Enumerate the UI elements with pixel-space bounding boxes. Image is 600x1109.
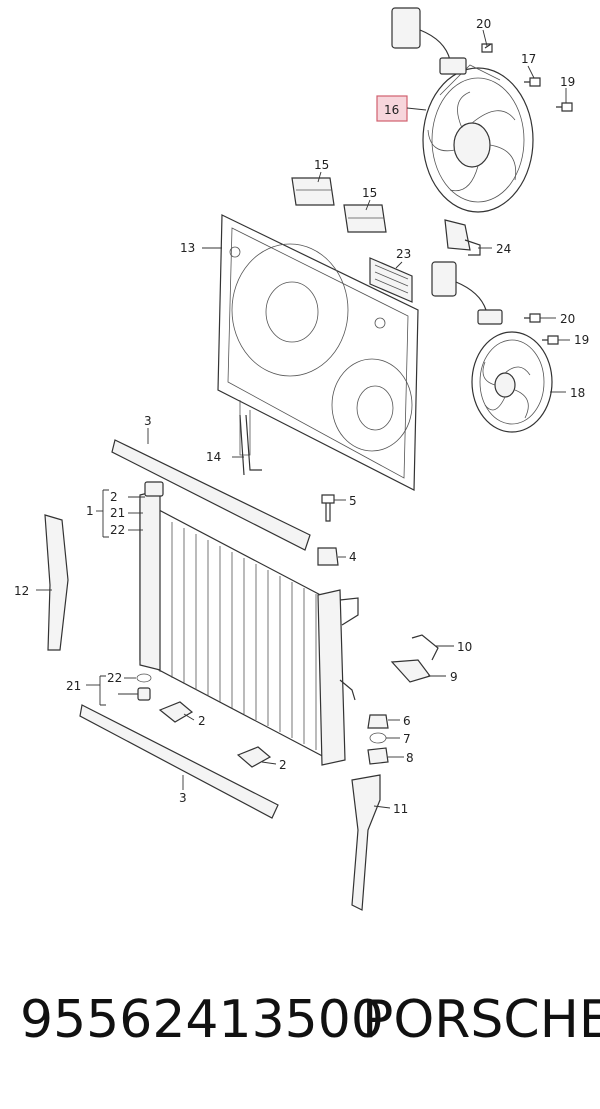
callout-20-top: 20 bbox=[476, 17, 491, 31]
mounts bbox=[158, 701, 272, 768]
callout-19-top: 19 bbox=[560, 75, 575, 89]
callout-15-left: 15 bbox=[314, 158, 329, 172]
callout-7: 7 bbox=[403, 732, 411, 746]
callout-4: 4 bbox=[349, 550, 357, 564]
callout-12: 12 bbox=[14, 584, 29, 598]
callout-3-bottom: 3 bbox=[179, 791, 187, 805]
callout-labels: 20 17 19 16 15 15 13 23 24 20 19 18 3 14… bbox=[14, 17, 589, 816]
callout-2-mid: 2 bbox=[198, 714, 206, 728]
callout-14: 14 bbox=[206, 450, 221, 464]
callout-16-highlight bbox=[376, 95, 408, 122]
brand-name: PORSCHE bbox=[362, 990, 600, 1050]
callout-18: 18 bbox=[570, 386, 585, 400]
callout-15-right: 15 bbox=[362, 186, 377, 200]
small-fan-assembly bbox=[431, 261, 553, 433]
large-fan-assembly bbox=[391, 7, 534, 213]
callout-20-right: 20 bbox=[560, 312, 575, 326]
lower-rail bbox=[79, 704, 279, 819]
callout-24: 24 bbox=[496, 242, 511, 256]
callout-1: 1 bbox=[86, 504, 94, 518]
screws-right bbox=[524, 313, 559, 345]
right-side-bracket bbox=[351, 774, 381, 911]
callout-17: 17 bbox=[521, 52, 536, 66]
upper-rail bbox=[111, 439, 311, 551]
callout-2-low: 2 bbox=[279, 758, 287, 772]
radiator bbox=[139, 481, 359, 766]
filter-strips bbox=[291, 177, 387, 233]
callout-10: 10 bbox=[457, 640, 472, 654]
left-side-bracket bbox=[44, 514, 69, 651]
callout-19-right: 19 bbox=[574, 333, 589, 347]
callout-3-top: 3 bbox=[144, 414, 152, 428]
callout-2-upper: 2 bbox=[110, 490, 118, 504]
part-number: 95562413500 bbox=[20, 990, 384, 1050]
seal-strip-14 bbox=[239, 414, 262, 476]
bolt-and-clip bbox=[317, 494, 339, 566]
callout-11: 11 bbox=[393, 802, 408, 816]
callout-5: 5 bbox=[349, 494, 357, 508]
drain-plug-left bbox=[136, 673, 152, 701]
callout-23: 23 bbox=[396, 247, 411, 261]
fan-shroud-frame bbox=[217, 214, 419, 491]
callout-8: 8 bbox=[406, 751, 414, 765]
callout-16: 16 bbox=[384, 103, 399, 117]
callout-13: 13 bbox=[180, 241, 195, 255]
callout-6: 6 bbox=[403, 714, 411, 728]
leader-lines bbox=[36, 29, 570, 809]
exploded-parts-diagram: 20 17 19 16 15 15 13 23 24 20 19 18 3 14… bbox=[14, 7, 589, 911]
callout-21-lower: 21 bbox=[66, 679, 81, 693]
callout-22-lower: 22 bbox=[107, 671, 122, 685]
footer: 95562413500 PORSCHE bbox=[0, 990, 600, 1080]
callout-21-upper: 21 bbox=[110, 506, 125, 520]
callout-22-upper: 22 bbox=[110, 523, 125, 537]
connector-24 bbox=[444, 219, 481, 256]
callout-9: 9 bbox=[450, 670, 458, 684]
screws-top bbox=[481, 43, 573, 112]
bracket-23 bbox=[369, 257, 413, 303]
